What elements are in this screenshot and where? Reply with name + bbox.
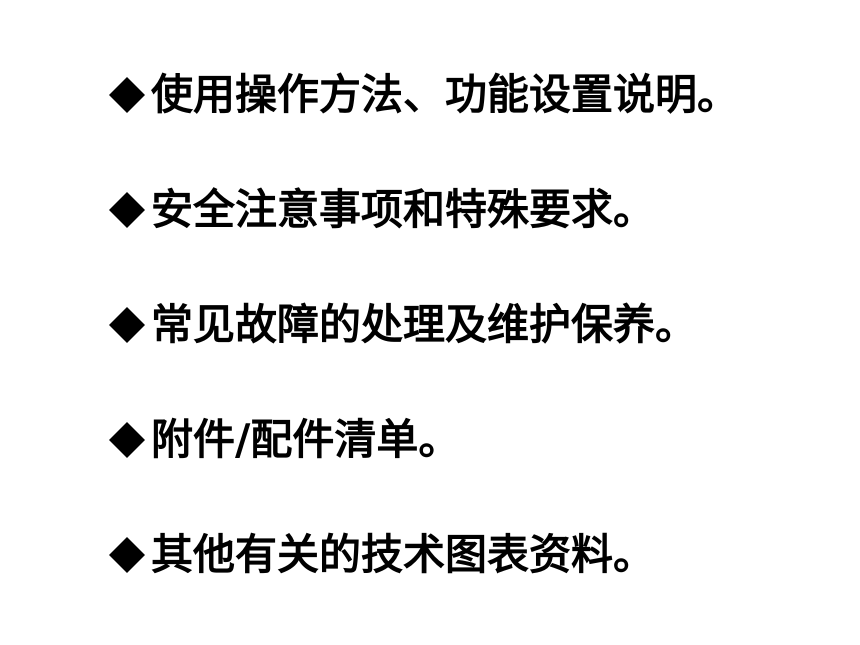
diamond-bullet-icon (106, 419, 148, 461)
bullet-text: 常见故障的处理及维护保养。 (151, 300, 698, 349)
bullet-item: 附件/配件清单。 (106, 412, 460, 468)
bullet-item: 其他有关的技术图表资料。 (106, 527, 655, 583)
bullet-text: 安全注意事项和特殊要求。 (151, 185, 656, 234)
bullet-item: 安全注意事项和特殊要求。 (106, 182, 655, 238)
diamond-bullet-icon (106, 304, 148, 346)
bullet-item: 常见故障的处理及维护保养。 (106, 297, 697, 353)
bullet-text: 使用操作方法、功能设置说明。 (151, 70, 740, 119)
bullet-item: 使用操作方法、功能设置说明。 (106, 67, 739, 123)
diamond-bullet-icon (106, 189, 148, 231)
diamond-bullet-icon (106, 534, 148, 576)
diamond-bullet-icon (106, 74, 148, 116)
bullet-text: 其他有关的技术图表资料。 (151, 530, 656, 579)
bullet-text: 附件/配件清单。 (151, 415, 461, 464)
